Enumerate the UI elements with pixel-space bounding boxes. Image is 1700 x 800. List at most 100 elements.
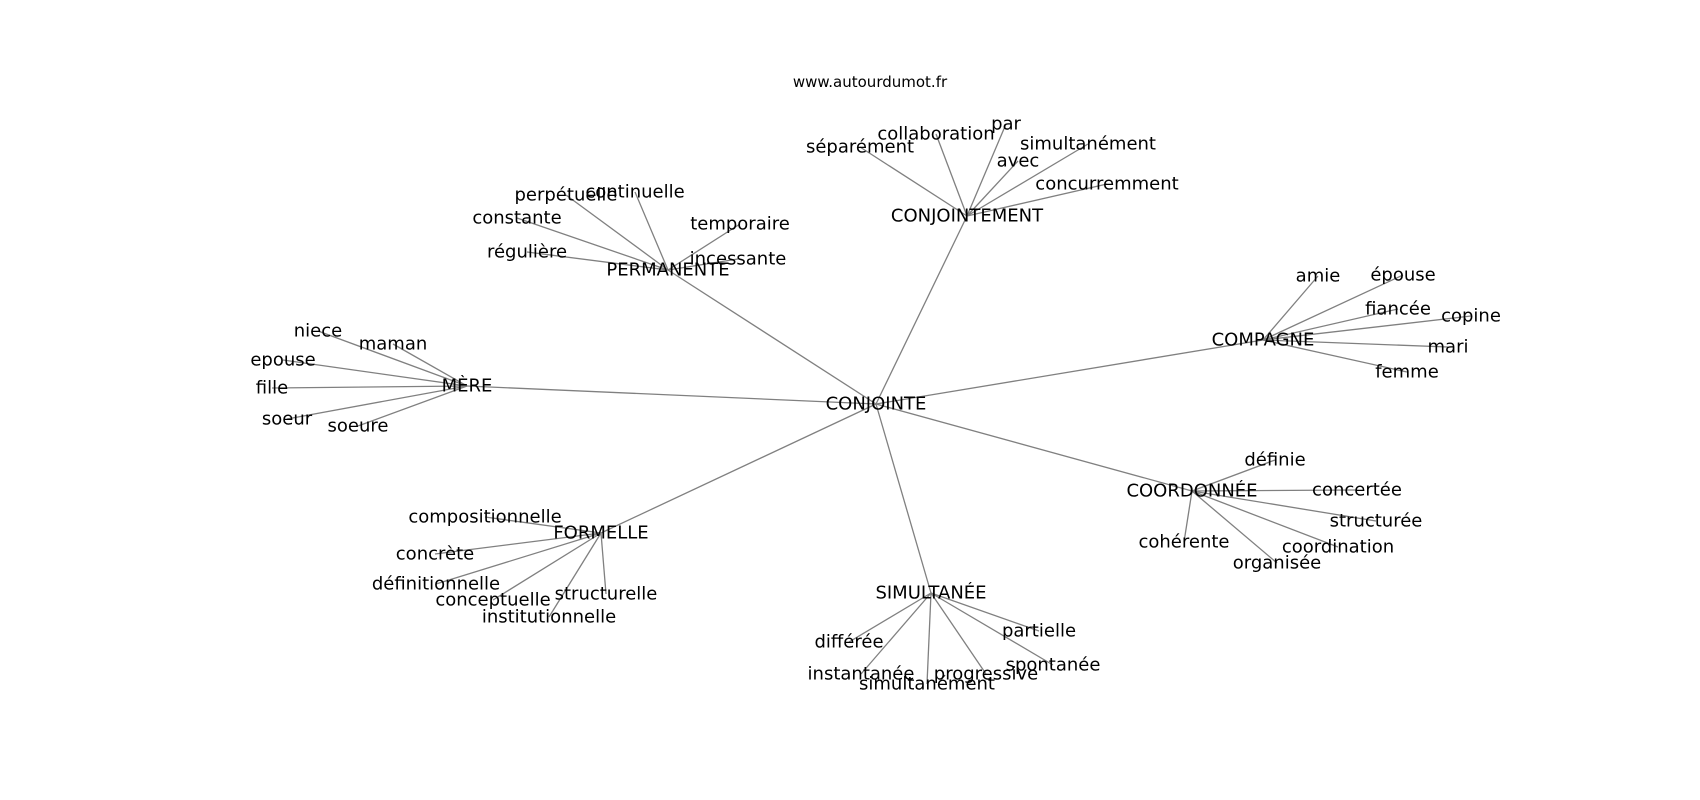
leaf-node[interactable]: niece: [294, 321, 342, 342]
leaf-node[interactable]: constante: [472, 208, 561, 229]
edge-hub-to-leaf: [435, 532, 602, 585]
edge-hub-to-leaf: [930, 592, 987, 675]
edge-hub-to-leaf: [634, 191, 669, 271]
hub-node[interactable]: PERMANENTE: [606, 260, 729, 281]
edge-hub-to-leaf: [1191, 489, 1358, 492]
leaf-node[interactable]: régulière: [487, 242, 567, 263]
edge-hub-to-leaf: [1262, 315, 1472, 341]
leaf-node[interactable]: femme: [1375, 362, 1439, 383]
leaf-node[interactable]: spontanée: [1006, 655, 1101, 676]
edge-hub-to-leaf: [1183, 490, 1193, 543]
leaf-node[interactable]: continuelle: [585, 182, 684, 203]
leaf-node[interactable]: compositionnelle: [408, 507, 561, 528]
leaf-node[interactable]: institutionnelle: [482, 607, 616, 628]
hub-node[interactable]: COORDONNÉE: [1126, 480, 1257, 502]
edge-hub-to-leaf: [1262, 339, 1408, 373]
leaf-node[interactable]: organisée: [1233, 553, 1322, 574]
leaf-node[interactable]: concrète: [396, 544, 474, 565]
edge-hub-to-leaf: [516, 217, 669, 271]
leaf-node[interactable]: maman: [359, 334, 428, 355]
edge-hub-to-leaf: [935, 133, 968, 217]
graph-edges: [271, 123, 1472, 685]
edge-hub-to-leaf: [667, 258, 739, 271]
leaf-node[interactable]: structurée: [1330, 511, 1423, 532]
edge-hub-to-leaf: [926, 592, 932, 685]
edge-hub-to-leaf: [565, 194, 669, 271]
edge-hub-to-leaf: [667, 223, 741, 271]
leaf-node[interactable]: fiancée: [1365, 299, 1431, 320]
edge-hub-to-leaf: [434, 532, 602, 555]
leaf-node[interactable]: temporaire: [690, 214, 790, 235]
leaf-node[interactable]: définitionnelle: [372, 574, 500, 595]
leaf-node[interactable]: cohérente: [1138, 532, 1229, 553]
edge-hub-to-leaf: [1191, 490, 1339, 548]
leaf-node[interactable]: soeur: [262, 409, 313, 430]
hub-node[interactable]: MÈRE: [442, 375, 493, 397]
hub-node[interactable]: COMPAGNE: [1212, 330, 1315, 351]
edge-center-to-hub: [600, 403, 877, 534]
leaf-node[interactable]: incessante: [690, 249, 787, 270]
edge-hub-to-leaf: [492, 532, 602, 601]
edge-hub-to-leaf: [286, 385, 468, 420]
edge-hub-to-leaf: [1191, 490, 1377, 522]
edge-hub-to-leaf: [860, 592, 932, 675]
edge-center-to-hub: [667, 269, 877, 405]
edge-center-to-hub: [875, 403, 1193, 492]
edge-hub-to-leaf: [848, 592, 932, 643]
center-node[interactable]: CONJOINTE: [826, 394, 927, 415]
edge-center-to-hub: [466, 385, 877, 405]
edge-hub-to-leaf: [600, 532, 607, 595]
hub-node[interactable]: FORMELLE: [553, 523, 648, 544]
leaf-node[interactable]: perpétuelle: [514, 185, 617, 206]
leaf-node[interactable]: instantanée: [808, 664, 915, 685]
source-label: www.autourdumot.fr: [793, 73, 948, 91]
edge-hub-to-leaf: [1191, 459, 1276, 492]
leaf-node[interactable]: coordination: [1282, 537, 1394, 558]
edge-hub-to-leaf: [282, 359, 468, 387]
leaf-node[interactable]: avec: [997, 151, 1040, 172]
edge-hub-to-leaf: [1262, 339, 1449, 348]
graph-labels: www.autourdumot.fr CONJOINTE CONJOINTEMEN…: [250, 73, 1501, 695]
edge-center-to-hub: [875, 339, 1264, 405]
edge-hub-to-leaf: [859, 146, 968, 217]
leaf-node[interactable]: épouse: [1370, 265, 1435, 286]
edge-hub-to-leaf: [966, 160, 1019, 217]
leaf-node[interactable]: amie: [1296, 266, 1341, 287]
edge-hub-to-leaf: [317, 330, 468, 387]
leaf-node[interactable]: concertée: [1312, 480, 1402, 501]
leaf-node[interactable]: collaboration: [877, 124, 994, 145]
leaf-node[interactable]: structurelle: [555, 584, 658, 605]
edge-hub-to-leaf: [930, 592, 1054, 666]
leaf-node[interactable]: définie: [1244, 450, 1305, 471]
leaf-node[interactable]: concurremment: [1035, 174, 1178, 195]
leaf-node[interactable]: mari: [1428, 337, 1469, 358]
leaf-node[interactable]: progressive: [934, 664, 1038, 685]
edge-hub-to-leaf: [357, 385, 468, 427]
edge-hub-to-leaf: [1262, 275, 1319, 341]
edge-center-to-hub: [875, 403, 932, 594]
hub-node[interactable]: CONJOINTEMENT: [891, 206, 1044, 227]
edge-hub-to-leaf: [484, 516, 602, 534]
edge-hub-to-leaf: [271, 385, 468, 389]
leaf-node[interactable]: copine: [1441, 306, 1501, 327]
leaf-node[interactable]: epouse: [250, 350, 315, 371]
leaf-node[interactable]: par: [991, 114, 1021, 135]
edge-hub-to-leaf: [1191, 490, 1278, 564]
leaf-node[interactable]: partielle: [1002, 621, 1076, 642]
edge-hub-to-leaf: [526, 251, 669, 271]
edge-hub-to-leaf: [966, 123, 1007, 217]
edge-center-to-hub: [875, 215, 968, 405]
leaf-node[interactable]: soeure: [328, 416, 389, 437]
leaf-node[interactable]: conceptuelle: [435, 590, 550, 611]
leaf-node[interactable]: fille: [256, 378, 288, 399]
leaf-node[interactable]: simultanément: [859, 674, 995, 695]
leaf-node[interactable]: différée: [814, 632, 883, 653]
leaf-node[interactable]: séparément: [806, 137, 914, 158]
edge-hub-to-leaf: [1262, 308, 1399, 341]
edge-hub-to-leaf: [392, 343, 468, 387]
hub-node[interactable]: SIMULTANÉE: [875, 582, 986, 604]
leaf-node[interactable]: simultanément: [1020, 134, 1156, 155]
edge-hub-to-leaf: [1262, 274, 1404, 341]
